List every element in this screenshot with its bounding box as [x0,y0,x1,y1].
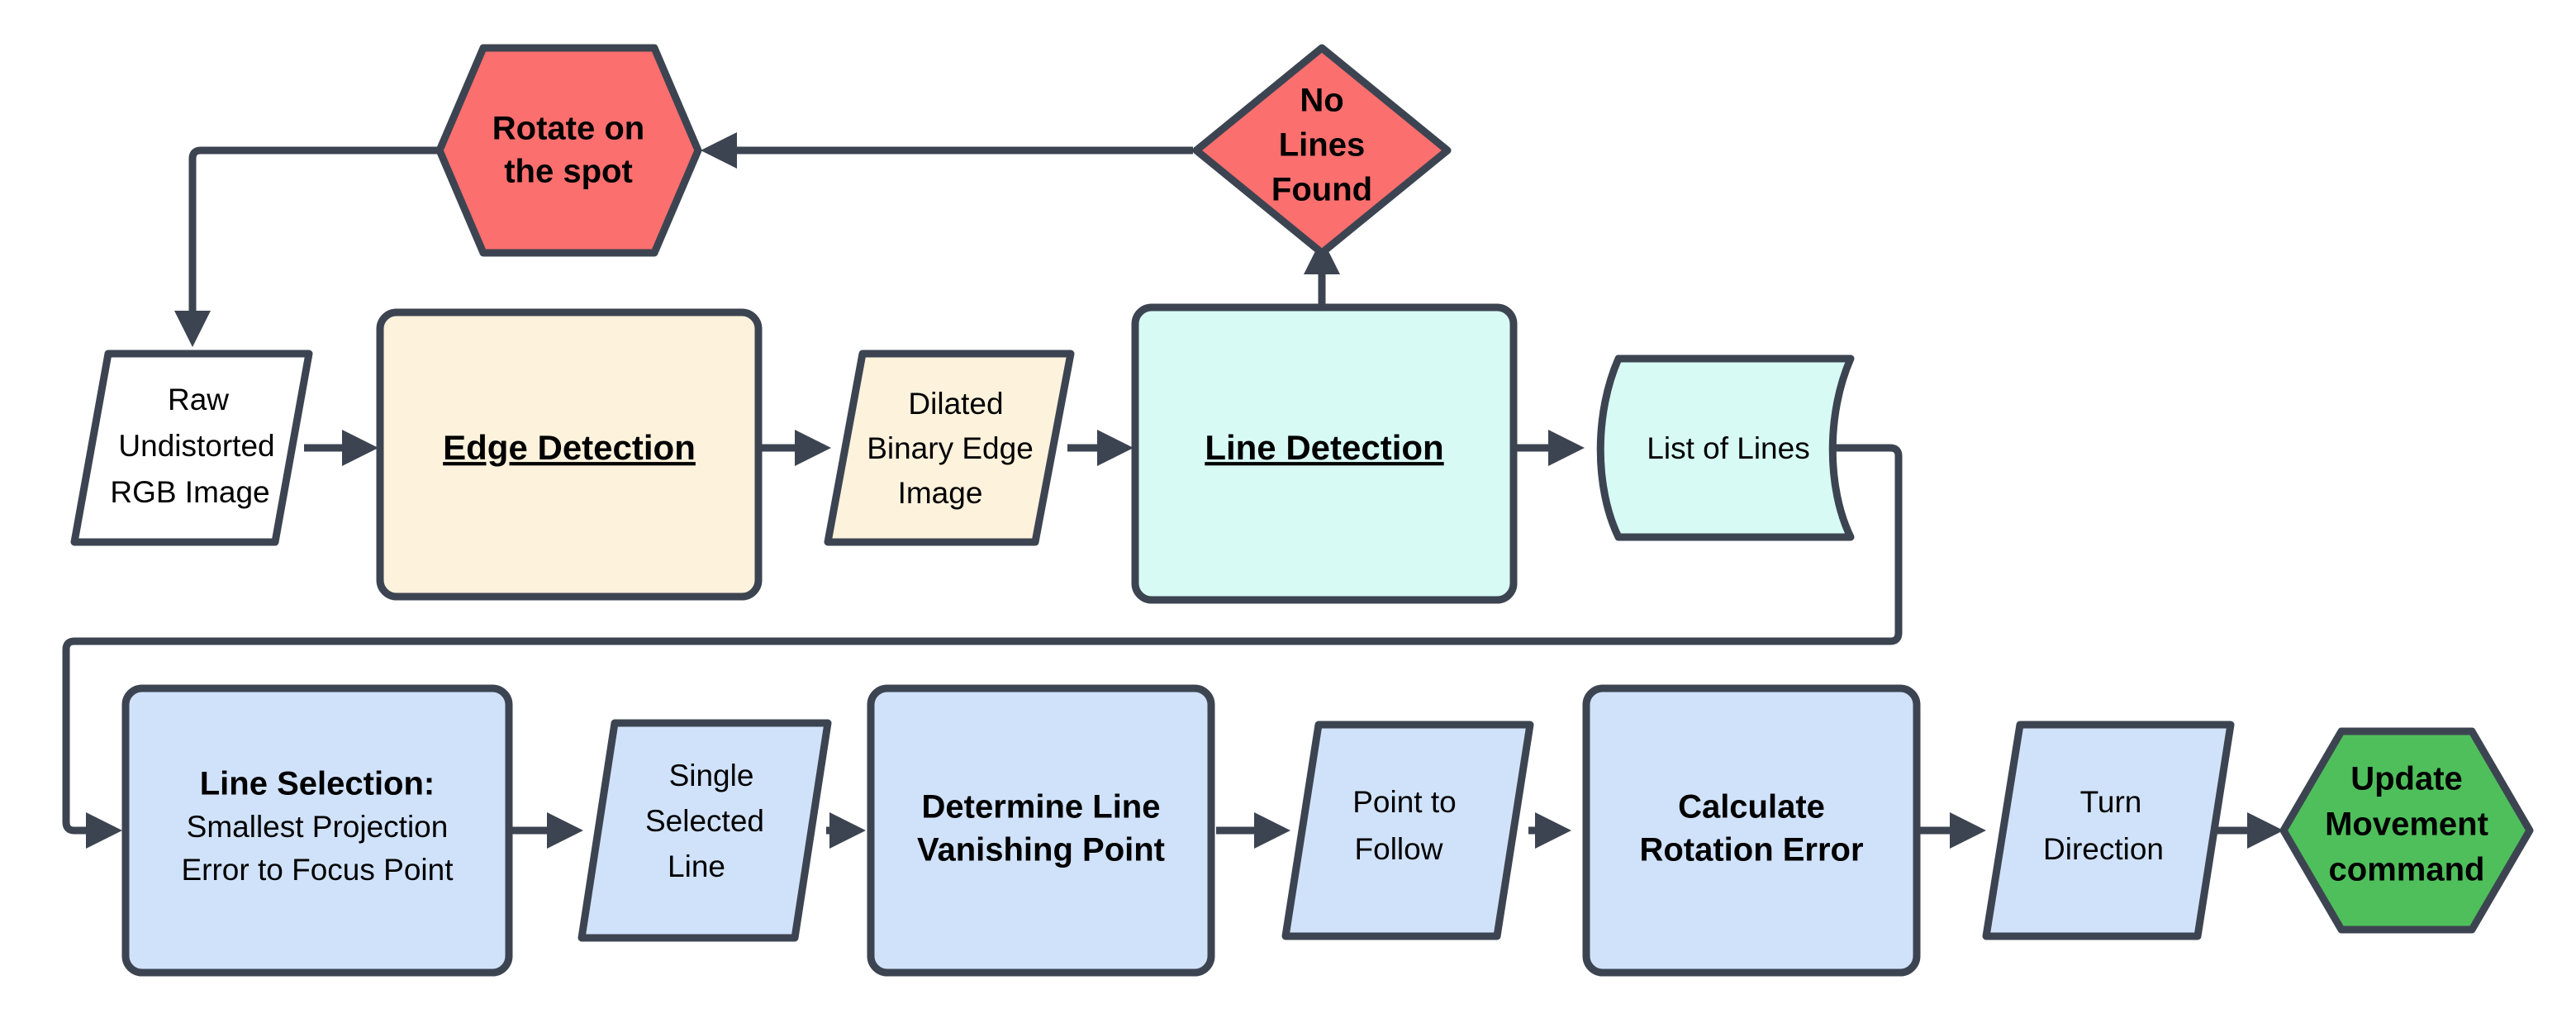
node-label-line: RGB Image [110,475,269,509]
parallelogram-shape [70,350,313,546]
node-list-of-lines[interactable]: List of Lines [1596,354,1855,541]
node-label-line: No [1300,83,1343,119]
parallelogram-shape [1982,721,2235,940]
node-calculate-rotation-error[interactable]: Calculate Rotation Error [1582,684,1921,977]
edge-point-to-calculate [1528,812,1571,849]
node-label-line: the spot [504,154,633,190]
node-label-line: Line [668,849,725,883]
node-label-line: Dilated [908,387,1003,421]
node-dilated-binary-edge-image[interactable]: Dilated Binary Edge Image [824,350,1075,546]
edge-lineselection-to-single [509,812,583,849]
node-line-selection[interactable]: Line Selection: Smallest Projection Erro… [121,684,513,977]
edge-list-to-lineselection [62,444,1903,849]
diamond-shape [1192,44,1452,257]
node-update-movement-command[interactable]: Update Movement command [2279,727,2534,934]
document-shape [1596,354,1855,541]
node-label-line: Line Selection: [200,766,435,802]
edge-rotate-to-raw [174,146,441,347]
node-line-detection[interactable]: Line Detection [1131,303,1518,604]
rounded-rect-shape [121,684,513,977]
edge-raw-to-edge [304,430,378,466]
edge-linedet-to-list [1512,430,1585,466]
node-rotate-on-the-spot[interactable]: Rotate on the spot [435,44,702,257]
node-label-line: Lines [1279,127,1365,164]
node-label-line: Vanishing Point [917,832,1165,868]
node-label-line: Undistorted [118,429,274,463]
node-label-line: Turn [2080,785,2142,819]
hexagon-shape [435,44,702,257]
node-label-line: Edge Detection [443,428,696,467]
node-label-line: Rotation Error [1639,832,1863,868]
edge-no-lines-to-rotate [701,132,1193,169]
node-label-line: Point to [1352,785,1456,819]
node-turn-direction[interactable]: Turn Direction [1982,721,2235,940]
node-label-line: Binary Edge [867,431,1034,465]
node-label-line: Calculate [1678,789,1825,826]
node-label-line: Found [1271,172,1372,208]
node-label-line: Movement [2325,807,2488,843]
node-label-line: Single [669,759,754,792]
node-label-line: Follow [1355,832,1443,866]
node-label-line: List of Lines [1647,431,1809,465]
parallelogram-shape [824,350,1075,546]
node-label-line: Line Detection [1205,428,1443,467]
edge-single-to-vanishing [826,812,866,849]
node-determine-line-vanishing-point[interactable]: Determine Line Vanishing Point [867,684,1215,977]
parallelogram-shape [1281,721,1534,940]
edge-vanishing-to-point [1216,812,1290,849]
rounded-rect-shape [1131,303,1518,604]
node-label-line: command [2329,852,2485,888]
parallelogram-shape [577,719,832,942]
node-point-to-follow[interactable]: Point to Follow [1281,721,1534,940]
node-label-line: Direction [2043,832,2164,866]
edge-edge-to-dilated [760,430,831,466]
rounded-rect-shape [376,308,763,601]
node-edge-detection[interactable]: Edge Detection [376,308,763,601]
node-label-line: Image [898,476,983,510]
node-label-line: Update [2350,761,2463,797]
node-label-line: Determine Line [922,789,1161,826]
node-label-line: Selected [645,804,764,838]
node-label-line: Smallest Projection [187,810,449,844]
node-label-line: Error to Focus Point [181,853,454,887]
node-raw-undistorted-rgb-image[interactable]: Raw Undistorted RGB Image [70,350,313,546]
edge-dilated-to-linedet [1067,430,1134,466]
node-single-selected-line[interactable]: Single Selected Line [577,719,832,942]
node-label-line: Rotate on [492,111,644,147]
hexagon-shape [2279,727,2534,934]
node-label-line: Raw [168,383,229,416]
edge-calculate-to-turn [1917,812,1986,849]
edge-turn-to-update [2212,812,2284,849]
node-no-lines-found[interactable]: No Lines Found [1192,44,1452,257]
rounded-rect-shape [1582,684,1921,977]
rounded-rect-shape [867,684,1215,977]
